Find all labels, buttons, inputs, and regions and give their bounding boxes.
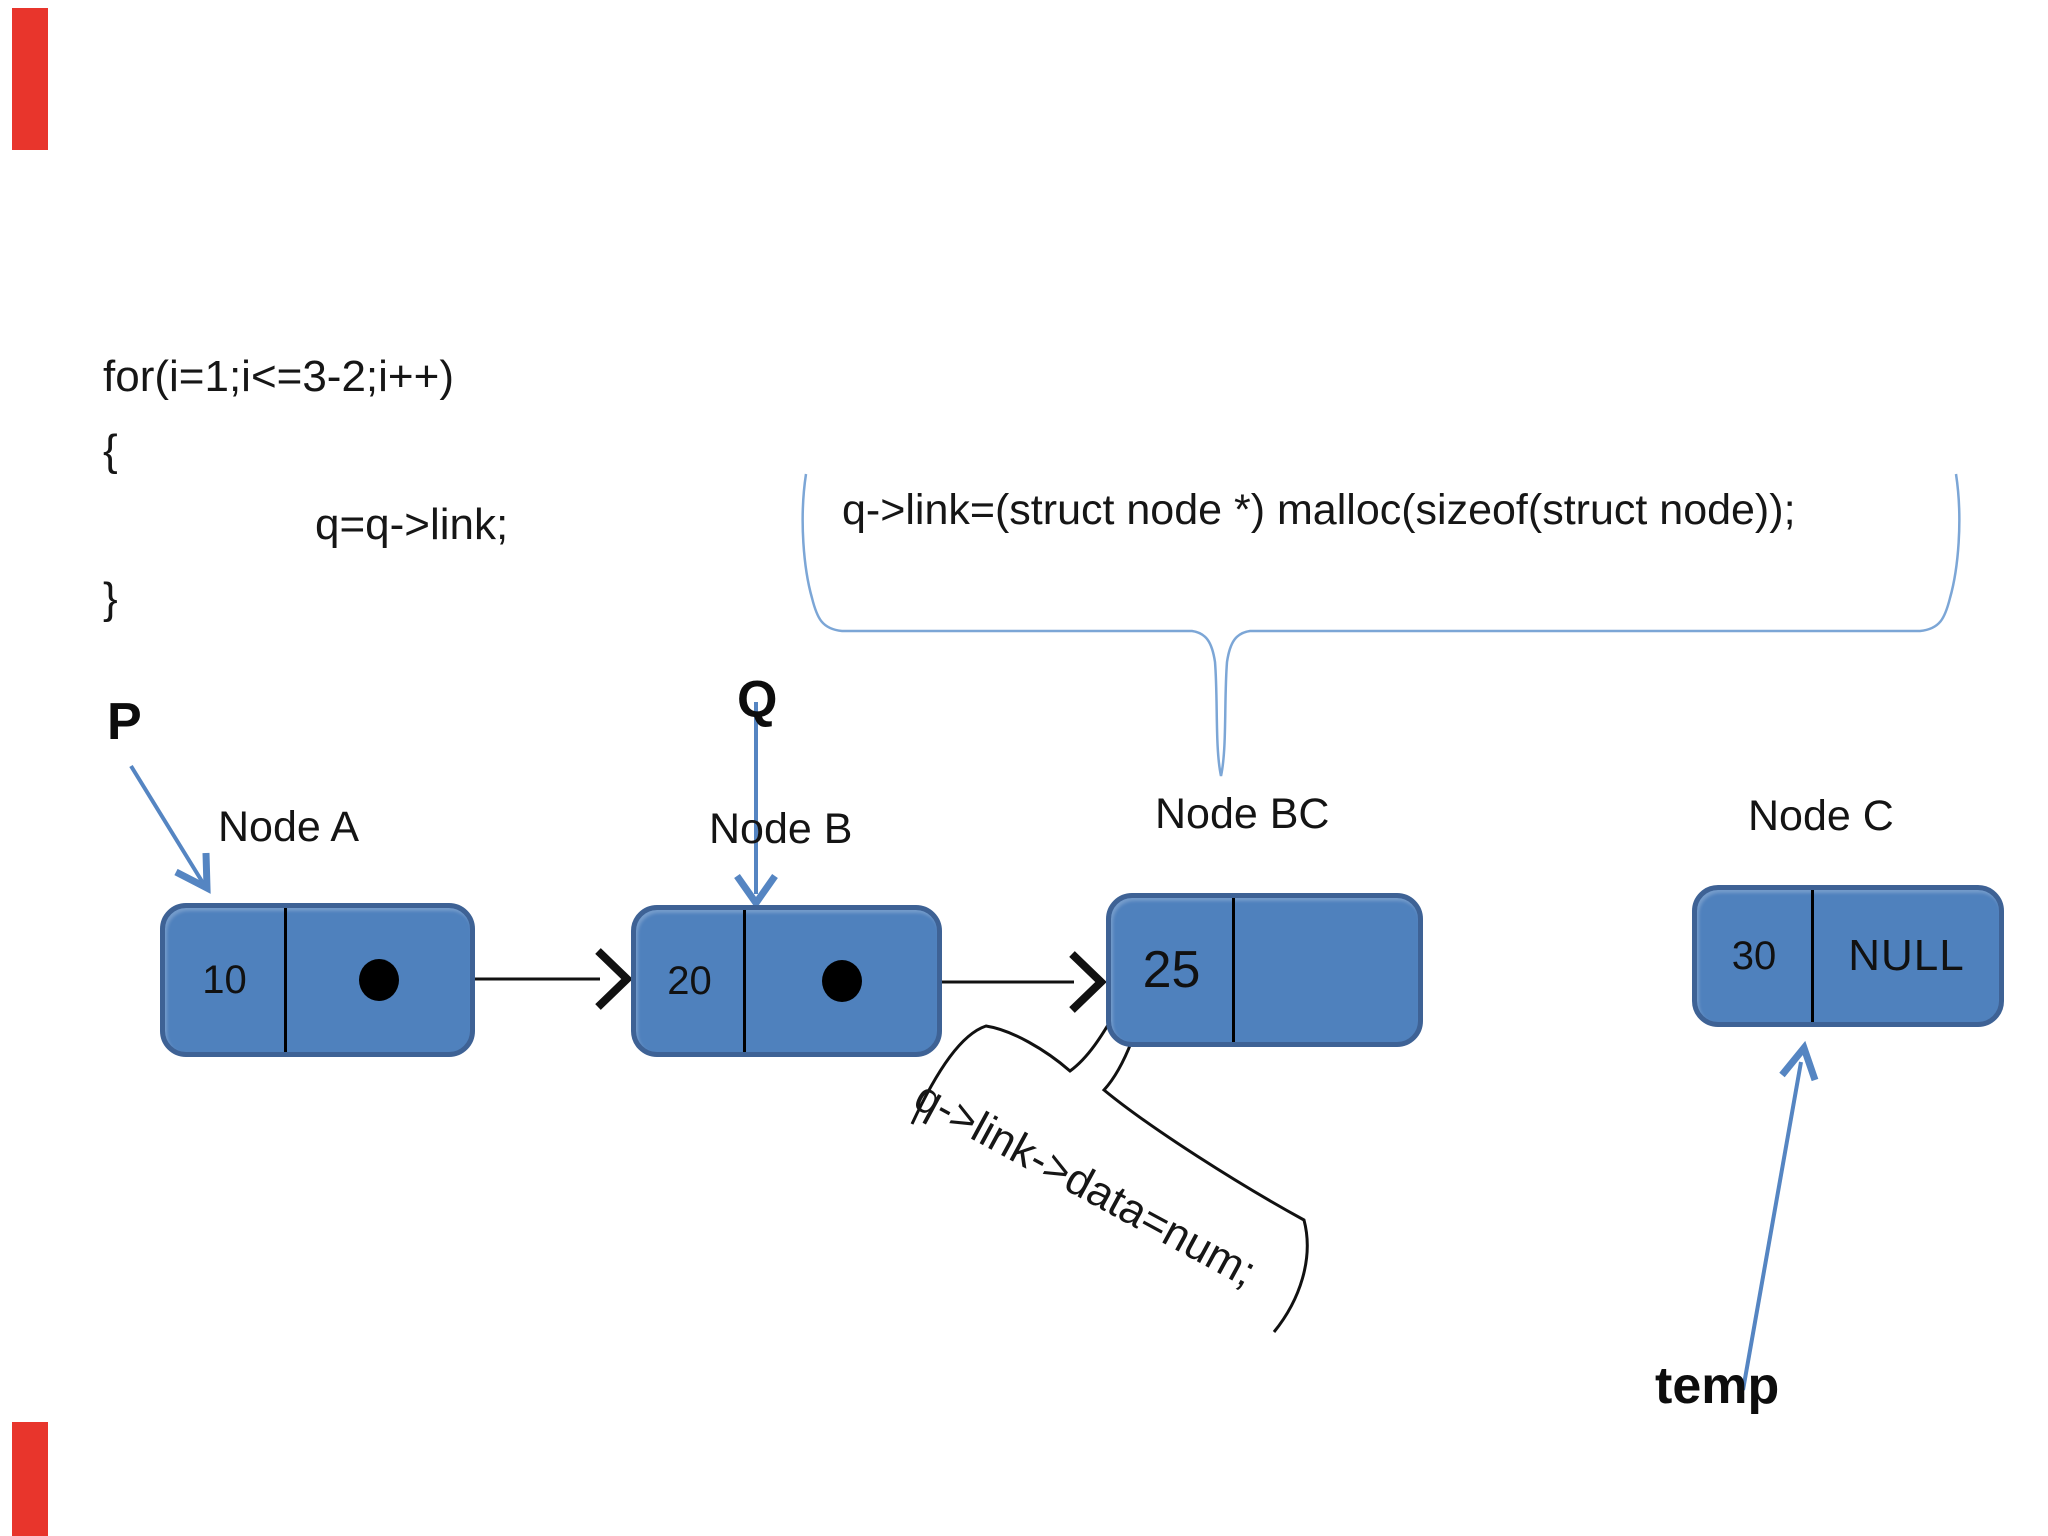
node-a-data-cell: 10 [165,908,287,1052]
node-c-box: 30 NULL [1692,885,2004,1027]
node-bc-box: 25 [1106,893,1423,1047]
node-bc-label: Node BC [1155,790,1330,838]
node-bc-value: 25 [1142,941,1201,999]
node-c-value: 30 [1731,933,1777,978]
pointer-dot-icon [821,960,862,1002]
temp-arrowhead-icon [1779,1040,1819,1082]
node-b-label: Node B [709,805,853,853]
code-line: { [103,426,118,475]
code-line: for(i=1;i<=3-2;i++) [103,352,454,401]
node-c-link-cell: NULL [1814,890,1999,1022]
link-arrowhead-b-bc-icon [1069,951,1107,1013]
pointer-label-q: Q [737,671,778,729]
q-arrowhead-icon [734,873,778,910]
code-block: for(i=1;i<=3-2;i++) { q=q->link; } [103,340,508,636]
temp-arrow [1741,1061,1803,1391]
node-a-link-cell [287,908,470,1052]
node-c-label: Node C [1748,792,1894,840]
pointer-label-temp: temp [1655,1357,1780,1415]
node-bc-link-cell [1235,898,1418,1042]
code-line: q=q->link; [315,500,509,549]
node-a-box: 10 [160,903,475,1057]
node-b-link-cell [746,910,937,1052]
pointer-label-p: P [107,693,142,751]
node-b-box: 20 [631,905,942,1057]
node-c-null-value: NULL [1848,931,1965,980]
link-arrowhead-a-b-icon [595,948,633,1010]
node-b-value: 20 [667,958,712,1003]
pointer-dot-icon [358,959,399,1001]
code-line: } [103,574,118,623]
p-arrowhead-icon [174,852,211,894]
malloc-annotation: q->link=(struct node *) malloc(sizeof(st… [842,486,1796,534]
node-a-value: 10 [202,957,247,1002]
node-a-label: Node A [218,803,360,851]
p-arrow [129,764,205,885]
node-c-data-cell: 30 [1697,890,1814,1022]
assign-data-annotation: q->link->data=num; [906,1072,1265,1297]
red-marker-bottom-icon [12,1422,48,1536]
node-bc-data-cell: 25 [1111,898,1235,1042]
node-b-data-cell: 20 [636,910,746,1052]
red-marker-top-icon [12,8,48,150]
